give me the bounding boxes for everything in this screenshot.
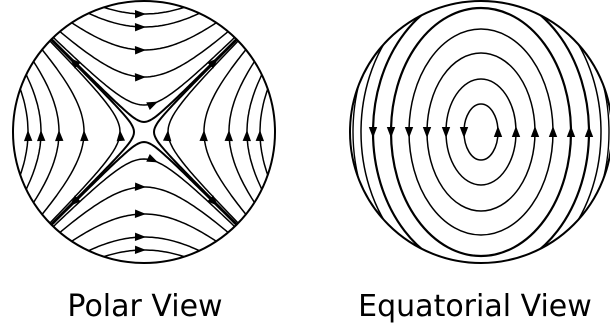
polar-separatrix-20 [13,1,275,124]
polar-diagonal-arrowhead-3 [207,195,219,207]
equatorial-view-label: Equatorial View [358,289,592,324]
equatorial-arrowhead-left-4 [386,127,396,138]
equatorial-streamline-2 [426,52,536,212]
polar-arrowhead-15 [23,130,33,142]
equatorial-view-panel [349,0,610,264]
polar-view-panel [12,0,276,264]
polar-diagonal-arrowhead-2 [69,195,81,207]
equatorial-arrowhead-left-0 [459,127,469,138]
polar-arrowhead-4 [134,22,146,32]
equatorial-arrowhead-right-1 [511,126,521,137]
polar-arrowhead-2 [134,73,146,82]
polar-arrowhead-17 [199,130,208,142]
polar-arrowhead-19 [242,130,252,142]
polar-arrowhead-11 [116,130,126,142]
equatorial-sphere-outline [349,0,610,264]
polar-arrowhead-6 [146,153,158,163]
equatorial-arrowhead-right-3 [548,126,558,137]
equatorial-arrowheads [368,126,594,138]
equatorial-streamline-6 [360,1,602,263]
polar-arrowhead-9 [134,232,146,242]
polar-arrowhead-14 [36,130,46,142]
equatorial-arrowhead-right-0 [493,126,503,137]
equatorial-streamline-1 [445,78,517,186]
polar-streamline-1 [13,1,275,78]
equatorial-streamline-4 [389,6,573,258]
equatorial-arrowhead-left-3 [404,127,414,138]
equatorial-arrowhead-left-1 [441,127,451,138]
polar-view-label: Polar View [67,289,223,324]
equatorial-streamline-0 [463,103,499,161]
equatorial-arrowhead-right-4 [566,126,576,137]
polar-arrowhead-1 [146,101,158,111]
equatorial-streamline-3 [408,28,554,236]
polar-streamline-13 [13,1,42,263]
polar-streamline-12 [13,1,60,263]
polar-arrowhead-13 [55,130,64,142]
polar-arrowhead-16 [162,130,172,142]
polar-diagonal-arrowhead-1 [207,57,219,69]
polar-arrowhead-18 [224,130,233,142]
equatorial-arrowhead-right-5 [584,126,594,137]
equatorial-arrowhead-left-2 [422,127,432,138]
polar-streamlines [13,1,275,263]
polar-streamline-5 [13,158,275,263]
polar-streamline-11 [13,1,85,263]
polar-arrowhead-3 [134,46,146,55]
polar-arrowhead-8 [134,209,146,218]
polar-arrowhead-20 [255,130,265,142]
polar-arrowhead-12 [80,130,89,142]
equatorial-arrowhead-left-5 [368,127,378,138]
polar-streamline-16 [203,1,275,263]
polar-streamline-17 [228,1,275,263]
equatorial-streamlines [352,1,610,263]
equatorial-arrowhead-right-2 [530,126,540,137]
polar-diagonal-arrowhead-0 [69,57,81,69]
polar-arrowhead-10 [134,245,146,255]
polar-arrowheads [23,9,265,255]
polar-separatrix-21 [13,140,275,263]
polar-arrowhead-7 [134,182,146,191]
equatorial-rim-stream-0 [352,1,610,263]
polar-sphere-outline [12,0,276,264]
polar-arrowhead-5 [134,9,146,19]
